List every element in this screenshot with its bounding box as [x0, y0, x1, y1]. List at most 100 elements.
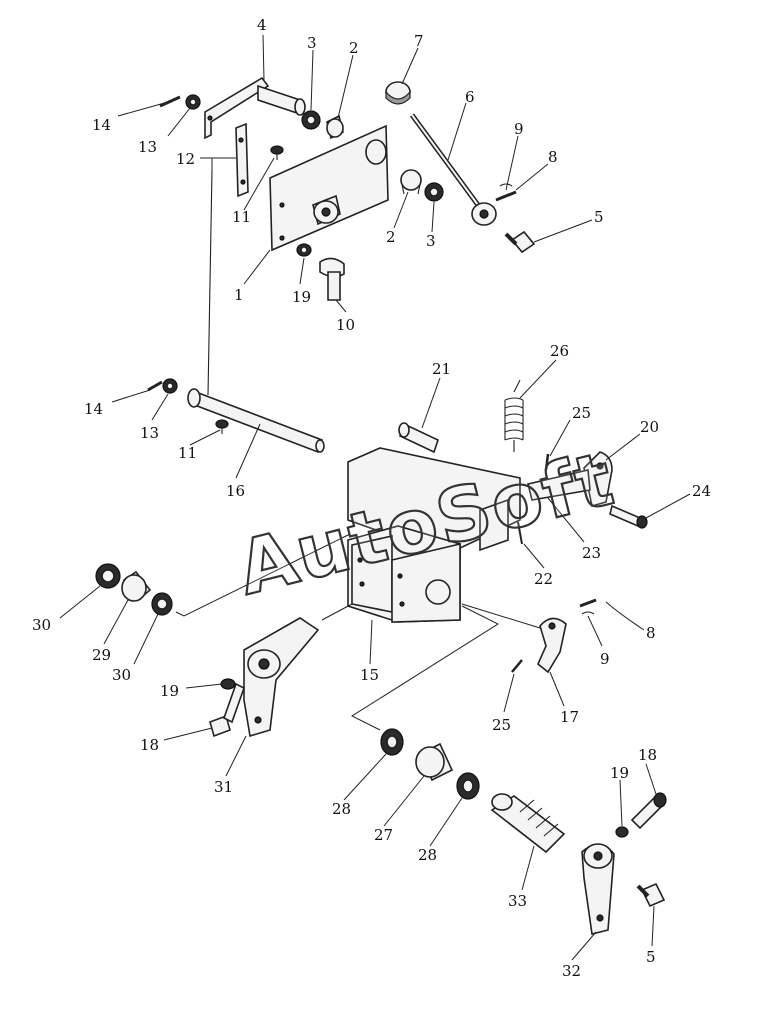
callout-17: 17 [560, 708, 579, 726]
part-29-bush [121, 570, 152, 602]
callout-30: 30 [112, 666, 131, 684]
part-20-pawl [583, 451, 613, 508]
axis-line-lever [321, 603, 353, 621]
axis-line-right [461, 603, 541, 629]
callout-5: 5 [594, 208, 604, 226]
callout-2: 2 [349, 39, 359, 57]
part-19-washer-upper [296, 243, 312, 257]
callout-25: 25 [572, 404, 591, 422]
part-2-bush-upper [326, 114, 344, 140]
part-11-screw-upper [270, 145, 284, 160]
callout-28: 28 [332, 800, 351, 818]
part-32-lever-arm [581, 843, 615, 935]
callout-15: 15 [360, 666, 379, 684]
callout-6: 6 [465, 88, 475, 106]
callout-29: 29 [92, 646, 111, 664]
callout-25: 25 [492, 716, 511, 734]
part-5-bolt-upper [504, 230, 536, 254]
part-18-bolt-right [630, 792, 667, 830]
part-5-bolt-lower [636, 882, 666, 908]
part-3-bush-right [424, 182, 444, 202]
callout-11: 11 [232, 208, 251, 226]
leader-lines [59, 34, 691, 961]
part-11-screw-lower [215, 419, 229, 434]
callout-24: 24 [692, 482, 711, 500]
part-25-pin-lower [511, 659, 523, 673]
part-19-washer-left [220, 678, 236, 690]
part-10-bolt [319, 257, 345, 301]
part-7-knob [385, 81, 411, 105]
callout-7: 7 [414, 32, 424, 50]
callout-16: 16 [226, 482, 245, 500]
callout-13: 13 [140, 424, 159, 442]
callout-14: 14 [92, 116, 111, 134]
callout-18: 18 [140, 736, 159, 754]
callout-4: 4 [257, 16, 267, 34]
part-30-bush-left [95, 563, 121, 589]
callout-9: 9 [600, 650, 610, 668]
part-14-pin-upper [159, 95, 181, 108]
part-23-arm [527, 469, 591, 501]
callout-13: 13 [138, 138, 157, 156]
callout-27: 27 [374, 826, 393, 844]
callout-19: 19 [160, 682, 179, 700]
part-17-cam [537, 617, 567, 674]
callout-3: 3 [307, 34, 317, 52]
part-8-pin-upper [495, 190, 517, 202]
part-2-bush-right [400, 169, 422, 195]
part-16-shaft [187, 388, 325, 454]
callout-28: 28 [418, 846, 437, 864]
callout-19: 19 [292, 288, 311, 306]
axis-line-left [175, 533, 351, 617]
callout-12: 12 [176, 150, 195, 168]
part-28-bush-left [380, 728, 404, 756]
callout-32: 32 [562, 962, 581, 980]
part-27-bush [415, 742, 454, 782]
part-13-washer-upper [185, 94, 201, 110]
part-4-bracket [204, 76, 306, 140]
part-22-pin [517, 521, 523, 545]
callout-5: 5 [646, 948, 656, 966]
part-13-washer-lower [162, 378, 178, 394]
callout-33: 33 [508, 892, 527, 910]
callout-3: 3 [426, 232, 436, 250]
callout-20: 20 [640, 418, 659, 436]
callout-11: 11 [178, 444, 197, 462]
part-9-clip-lower [581, 611, 595, 615]
callout-8: 8 [646, 624, 656, 642]
tie-rod [207, 169, 213, 396]
part-9-clip-upper [499, 183, 513, 187]
part-24-bolt [609, 504, 648, 529]
part-21-bolt [398, 422, 439, 454]
callout-9: 9 [514, 120, 524, 138]
part-8-pin-lower [579, 598, 597, 608]
callout-30: 30 [32, 616, 51, 634]
part-25-pin-upper [544, 453, 550, 471]
part-28-bush-right [456, 772, 480, 800]
callout-labels: 4 3 2 7 14 13 12 6 9 8 11 2 3 5 1 19 10 … [32, 16, 711, 980]
callout-23: 23 [582, 544, 601, 562]
part-3-bush-upper [301, 110, 321, 130]
part-6-lever [409, 113, 497, 226]
callout-10: 10 [336, 316, 355, 334]
part-15-main-body [347, 447, 521, 623]
callout-21: 21 [432, 360, 451, 378]
axis-line-lower [350, 605, 500, 731]
callout-31: 31 [214, 778, 233, 796]
part-30-bush-right [151, 592, 173, 616]
part-12-link-plate [235, 122, 249, 198]
part-31-lever-arm [243, 617, 320, 738]
part-26-spring [504, 379, 524, 452]
callout-19: 19 [610, 764, 629, 782]
callout-22: 22 [534, 570, 553, 588]
part-1-main-plate [269, 124, 389, 252]
callout-1: 1 [234, 286, 244, 304]
part-33-splined-shaft [490, 793, 566, 854]
callout-18: 18 [638, 746, 657, 764]
callout-14: 14 [84, 400, 103, 418]
part-18-bolt-left [209, 682, 245, 738]
part-14-pin-lower [147, 380, 163, 392]
callout-26: 26 [550, 342, 569, 360]
callout-2: 2 [386, 228, 396, 246]
